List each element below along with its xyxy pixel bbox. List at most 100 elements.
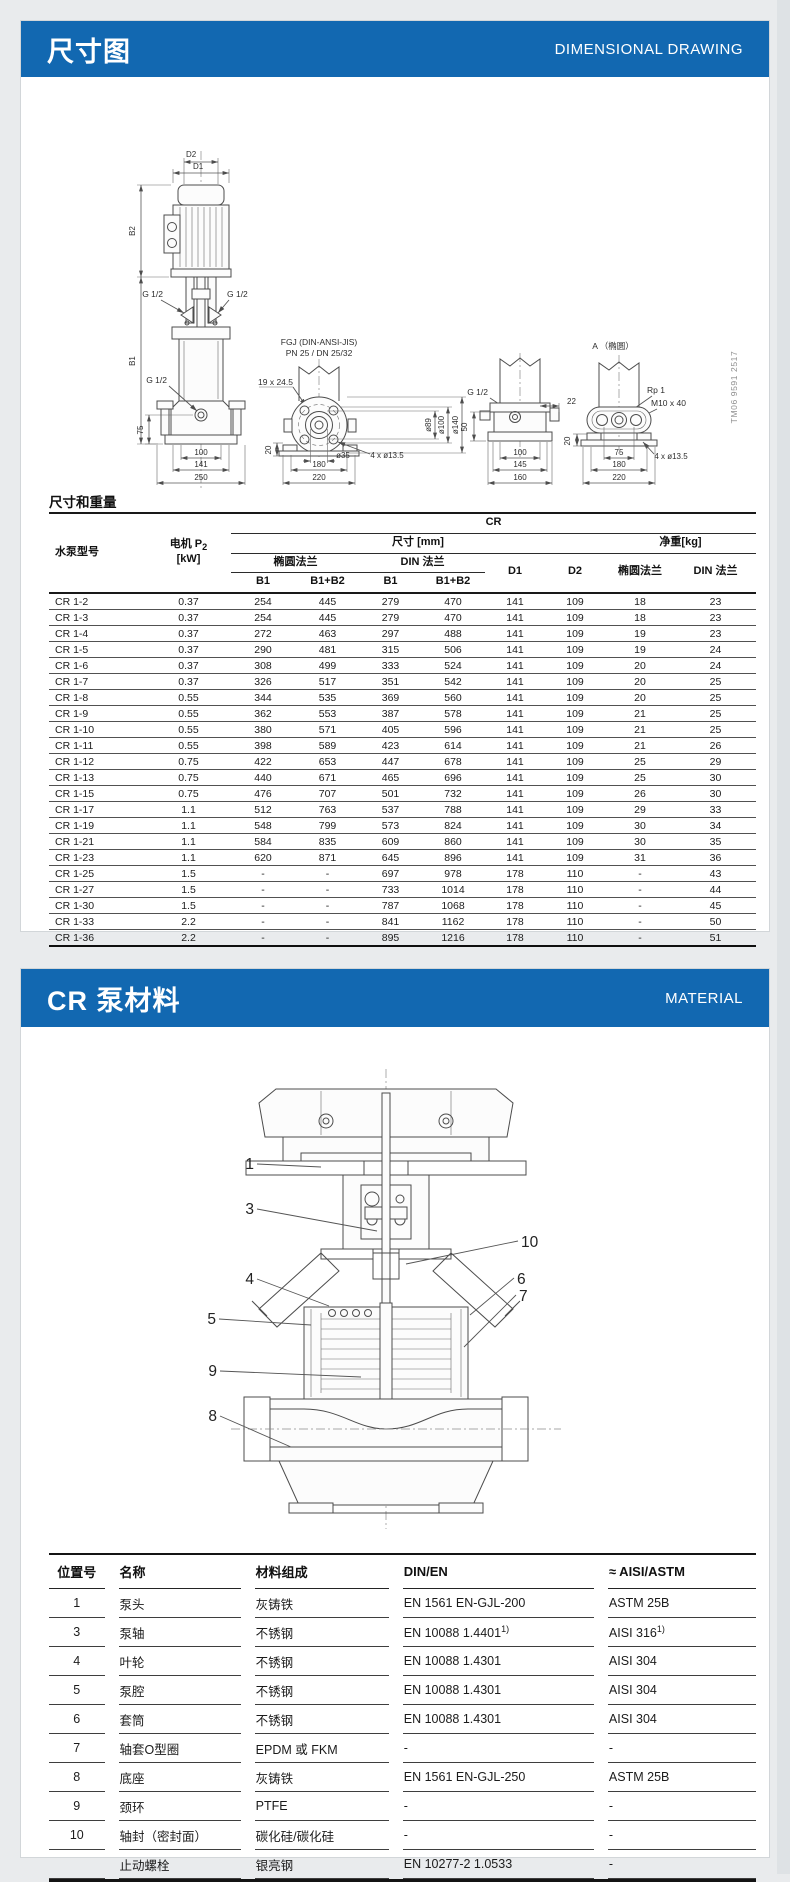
col-header-material: 材料组成 <box>254 1555 389 1589</box>
value-cell: 31 <box>605 849 675 866</box>
value-cell: 0.55 <box>146 721 231 738</box>
dim-label-75: 75 <box>136 425 145 434</box>
position-cell: 9 <box>49 1792 105 1821</box>
value-cell: 835 <box>295 833 360 850</box>
value-cell: 35 <box>675 833 757 850</box>
pump-model-cell: CR 1-30 <box>49 897 146 914</box>
value-cell: - <box>295 913 360 930</box>
material-section: CR 泵材料 MATERIAL <box>20 968 770 1882</box>
value-cell: 763 <box>295 801 360 818</box>
value-cell: 30 <box>605 817 675 834</box>
value-cell: 178 <box>485 865 545 882</box>
dim-label-141: 141 <box>194 460 208 469</box>
value-cell: 141 <box>485 673 545 690</box>
value-cell: 1.5 <box>146 897 231 914</box>
value-cell: 1.5 <box>146 865 231 882</box>
pump-model-cell: CR 1-33 <box>49 913 146 930</box>
din-en-cell: EN 10088 1.4301 <box>402 1676 594 1705</box>
part-name-cell: 止动螺栓 <box>118 1850 241 1879</box>
value-cell: 279 <box>360 593 421 610</box>
value-cell: 0.37 <box>146 641 231 658</box>
value-cell: 0.55 <box>146 737 231 754</box>
material-cell: 灰铸铁 <box>254 1589 389 1618</box>
value-cell: 895 <box>360 929 421 947</box>
port-label-g12-drain: G 1/2 <box>146 375 167 385</box>
value-cell: 620 <box>231 849 295 866</box>
value-cell: 110 <box>545 913 605 930</box>
value-cell: - <box>295 881 360 898</box>
material-cell: 灰铸铁 <box>254 1763 389 1792</box>
value-cell: 141 <box>485 753 545 770</box>
material-cell: 不锈钢 <box>254 1676 389 1705</box>
callouts: 1 3 10 4 6 7 5 9 8 <box>207 1156 539 1448</box>
value-cell: 19 <box>605 625 675 642</box>
value-cell: 308 <box>231 657 295 674</box>
position-cell: 5 <box>49 1676 105 1705</box>
value-cell: 254 <box>231 609 295 626</box>
dimensions-table: 水泵型号 电机 P2 [kW] CR 尺寸 [mm] 净重[kg] 椭圆法兰 D… <box>49 512 757 947</box>
col-header-position: 位置号 <box>49 1555 105 1589</box>
value-cell: 25 <box>675 705 757 722</box>
dim-label-dia140: ø140 <box>451 415 460 434</box>
dim-label-d1: D1 <box>193 162 204 171</box>
value-cell: - <box>295 897 360 914</box>
value-cell: 0.37 <box>146 609 231 626</box>
value-cell: 109 <box>545 657 605 674</box>
value-cell: - <box>295 929 360 947</box>
dim-label-dia89: ø89 <box>424 418 433 432</box>
value-cell: 0.55 <box>146 705 231 722</box>
aisi-astm-cell: AISI 304 <box>607 1647 756 1676</box>
dim-label-22: 22 <box>567 397 576 406</box>
position-cell: 10 <box>49 1821 105 1850</box>
value-cell: 109 <box>545 737 605 754</box>
material-cell: 不锈钢 <box>254 1647 389 1676</box>
pump-cross-section-drawing: 1 3 10 4 6 7 5 9 8 <box>207 1069 561 1529</box>
value-cell: 30 <box>675 769 757 786</box>
value-cell: 109 <box>545 593 605 610</box>
col-header-b1b2-din: B1+B2 <box>421 572 485 595</box>
value-cell: 463 <box>295 625 360 642</box>
value-cell: 1162 <box>421 913 485 930</box>
part-name-cell: 泵头 <box>118 1589 241 1618</box>
value-cell: 26 <box>605 785 675 802</box>
value-cell: 560 <box>421 689 485 706</box>
dim-label-160: 160 <box>513 473 527 482</box>
material-title-en: MATERIAL <box>665 989 743 1007</box>
dimensions-table-title: 尺寸和重量 <box>49 495 117 510</box>
value-cell: 517 <box>295 673 360 690</box>
side-base-view: G 1/2 22 50 100 145 160 <box>460 353 576 485</box>
value-cell: 20 <box>605 657 675 674</box>
value-cell: 1014 <box>421 881 485 898</box>
value-cell: 141 <box>485 689 545 706</box>
value-cell: 653 <box>295 753 360 770</box>
callout-3: 3 <box>245 1201 254 1218</box>
position-cell: 8 <box>49 1763 105 1792</box>
col-header-d2: D2 <box>545 553 605 594</box>
dimensions-table-wrap: 水泵型号 电机 P2 [kW] CR 尺寸 [mm] 净重[kg] 椭圆法兰 D… <box>49 512 757 947</box>
value-cell: 0.37 <box>146 625 231 642</box>
aisi-astm-cell: AISI 304 <box>607 1676 756 1705</box>
value-cell: 0.37 <box>146 673 231 690</box>
value-cell: 25 <box>605 753 675 770</box>
col-header-b1b2-oval: B1+B2 <box>295 572 360 595</box>
value-cell: 1.5 <box>146 881 231 898</box>
value-cell: 707 <box>295 785 360 802</box>
value-cell: 506 <box>421 641 485 658</box>
value-cell: 499 <box>295 657 360 674</box>
value-cell: 0.37 <box>146 657 231 674</box>
col-header-name: 名称 <box>118 1555 241 1589</box>
page-edge <box>777 0 790 1874</box>
value-cell: 36 <box>675 849 757 866</box>
aisi-astm-cell: - <box>607 1850 756 1879</box>
material-cell: 碳化硅/碳化硅 <box>254 1821 389 1850</box>
